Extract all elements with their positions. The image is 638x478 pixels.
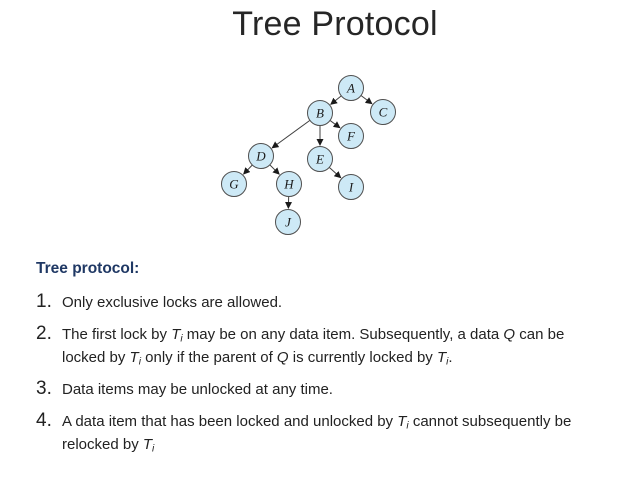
tree-edge-D-G	[243, 164, 253, 175]
tree-node-C: C	[370, 99, 396, 125]
node-label: C	[379, 105, 388, 120]
node-circle	[338, 174, 364, 200]
tree-node-H: H	[276, 171, 302, 197]
slide-title: Tree Protocol	[232, 5, 438, 43]
node-label: G	[229, 177, 239, 192]
node-circle	[338, 75, 364, 101]
item-text: The first lock by Ti may be on any data …	[62, 326, 565, 368]
item-number: 2.	[36, 323, 52, 344]
tree-node-A: A	[338, 75, 364, 101]
protocol-item: 1. Only exclusive locks are allowed.	[36, 291, 638, 314]
protocol-section: Tree protocol: 1. Only exclusive locks ar…	[0, 260, 638, 465]
item-text: Only exclusive locks are allowed.	[62, 294, 283, 311]
tree-edge-D-H	[269, 164, 280, 175]
tree-node-E: E	[307, 146, 333, 172]
protocol-heading: Tree protocol:	[36, 260, 140, 277]
node-label: D	[255, 149, 266, 164]
item-number: 4.	[36, 410, 52, 431]
tree-svg: A B C F D E G H I J	[221, 75, 396, 235]
tree-node-I: I	[338, 174, 364, 200]
tree-edge-B-F	[329, 120, 341, 129]
tree-node-G: G	[221, 171, 247, 197]
tree-edge-B-D	[271, 119, 311, 149]
node-circle	[338, 123, 364, 149]
node-label: B	[316, 106, 324, 121]
protocol-item: 3. Data items may be unlocked at any time…	[36, 378, 638, 401]
protocol-item: 4. A data item that has been locked and u…	[36, 410, 638, 456]
tree-edge-A-C	[360, 95, 373, 105]
tree-edge-E-I	[328, 167, 342, 179]
node-circle	[276, 171, 302, 197]
protocol-list: 1. Only exclusive locks are allowed. 2. The…	[0, 291, 638, 456]
node-label: H	[283, 177, 294, 192]
node-circle	[248, 143, 274, 169]
node-label: F	[346, 129, 356, 144]
tree-node-D: D	[248, 143, 274, 169]
node-label: J	[285, 215, 292, 230]
node-circle	[370, 99, 396, 125]
node-circle	[221, 171, 247, 197]
tree-node-J: J	[275, 209, 301, 235]
tree-node-B: B	[307, 100, 333, 126]
protocol-item: 2. The first lock by Ti may be on any dat…	[36, 323, 638, 369]
node-label: E	[315, 152, 324, 167]
tree-diagram: A B C F D E G H I J	[213, 70, 413, 242]
item-text: A data item that has been locked and unl…	[62, 413, 572, 455]
node-circle	[307, 146, 333, 172]
item-number: 1.	[36, 291, 52, 312]
item-number: 3.	[36, 378, 52, 399]
tree-edge-A-B	[330, 95, 342, 105]
node-circle	[307, 100, 333, 126]
node-circle	[275, 209, 301, 235]
item-text: Data items may be unlocked at any time.	[62, 381, 333, 398]
node-label: I	[348, 180, 354, 195]
node-label: A	[346, 81, 355, 96]
tree-node-F: F	[338, 123, 364, 149]
